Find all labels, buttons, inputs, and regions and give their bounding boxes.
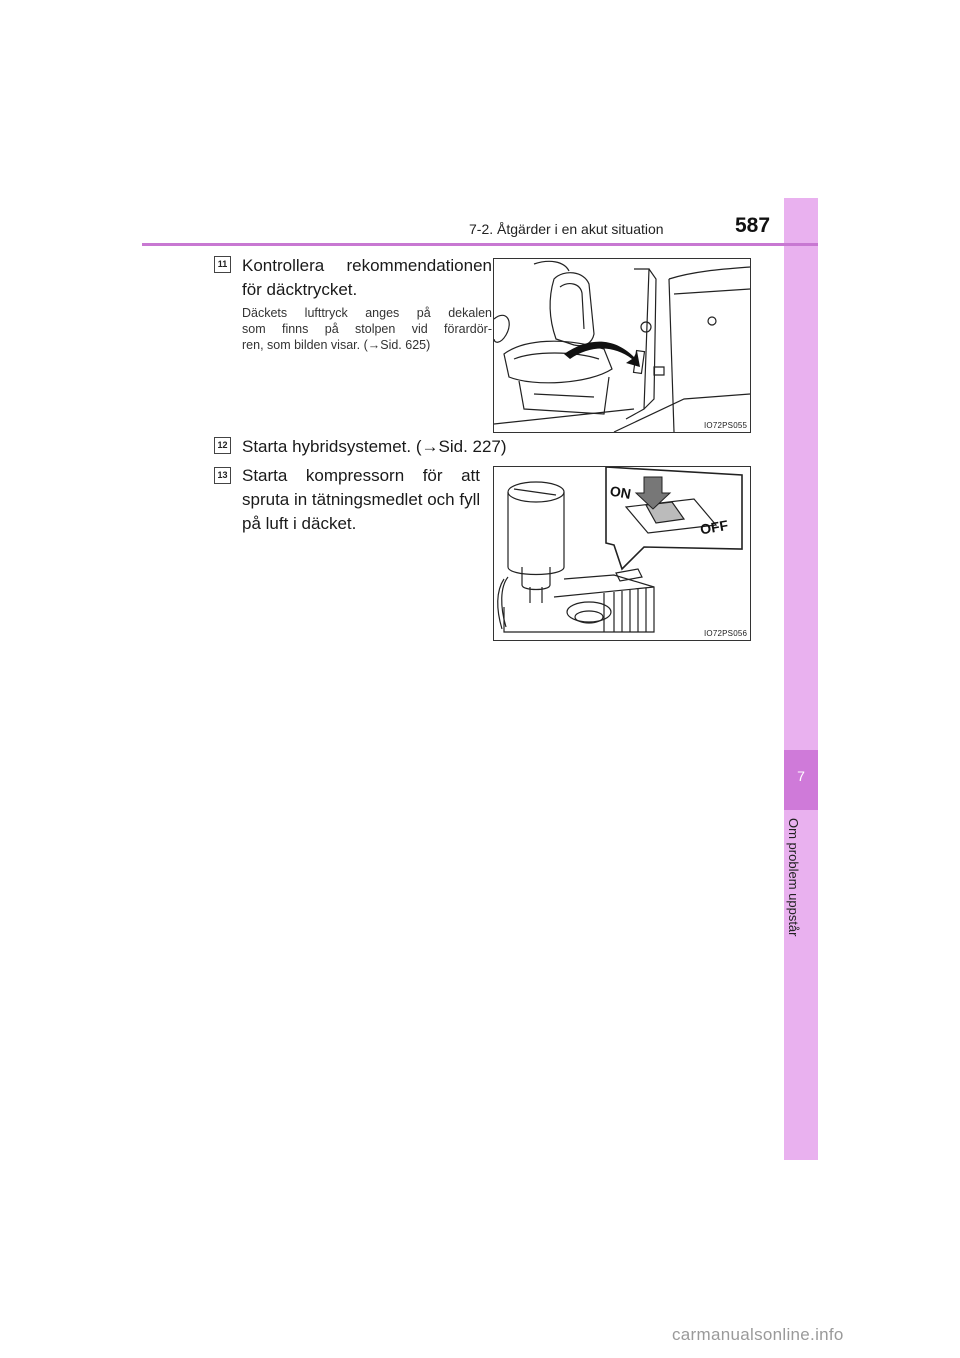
- chapter-label: Om problem uppstår: [786, 818, 801, 937]
- section-title: 7-2. Åtgärder i en akut situation: [469, 221, 664, 237]
- step-11-note-line2: som finns på stolpen vid förardör-: [242, 322, 492, 336]
- chapter-sidebar: [784, 198, 818, 1160]
- step-badge-13: 13: [214, 467, 231, 484]
- page-number: 587: [735, 214, 771, 237]
- figure-code-2: IO72PS056: [704, 629, 748, 638]
- step-badge-11: 11: [214, 256, 231, 273]
- compressor-drawing: ON OFF: [497, 467, 743, 633]
- step-13-line3: på luft i däcket.: [242, 514, 357, 533]
- step-13-line2: spruta in tätningsmedlet och fyll: [242, 490, 481, 509]
- watermark: carmanualsonline.info: [672, 1325, 844, 1344]
- step-11-line2: för däcktrycket.: [242, 280, 358, 299]
- step-11-line1: Kontrollera rekommendationen: [242, 256, 492, 275]
- chapter-tab[interactable]: [784, 750, 818, 810]
- step-12-text: Starta hybridsystemet. (→Sid. 227): [242, 437, 507, 456]
- step-badge-12: 12: [214, 437, 231, 454]
- step-13-line1: Starta kompressorn för att: [242, 466, 480, 485]
- switch-off-label: OFF: [699, 517, 730, 538]
- door-pillar-drawing: [494, 260, 750, 432]
- step-11-note-line1: Däckets lufttryck anges på dekalen: [242, 306, 492, 320]
- header-rule: [142, 243, 818, 246]
- chapter-number: 7: [797, 768, 805, 784]
- switch-on-label: ON: [609, 483, 632, 502]
- compressor-illustration: ON OFF IO72PS056: [493, 466, 751, 641]
- step-11-note-line3: ren, som bilden visar. (→Sid. 625): [242, 338, 431, 352]
- door-pillar-illustration: IO72PS055: [493, 258, 751, 433]
- figure-code-1: IO72PS055: [704, 421, 748, 430]
